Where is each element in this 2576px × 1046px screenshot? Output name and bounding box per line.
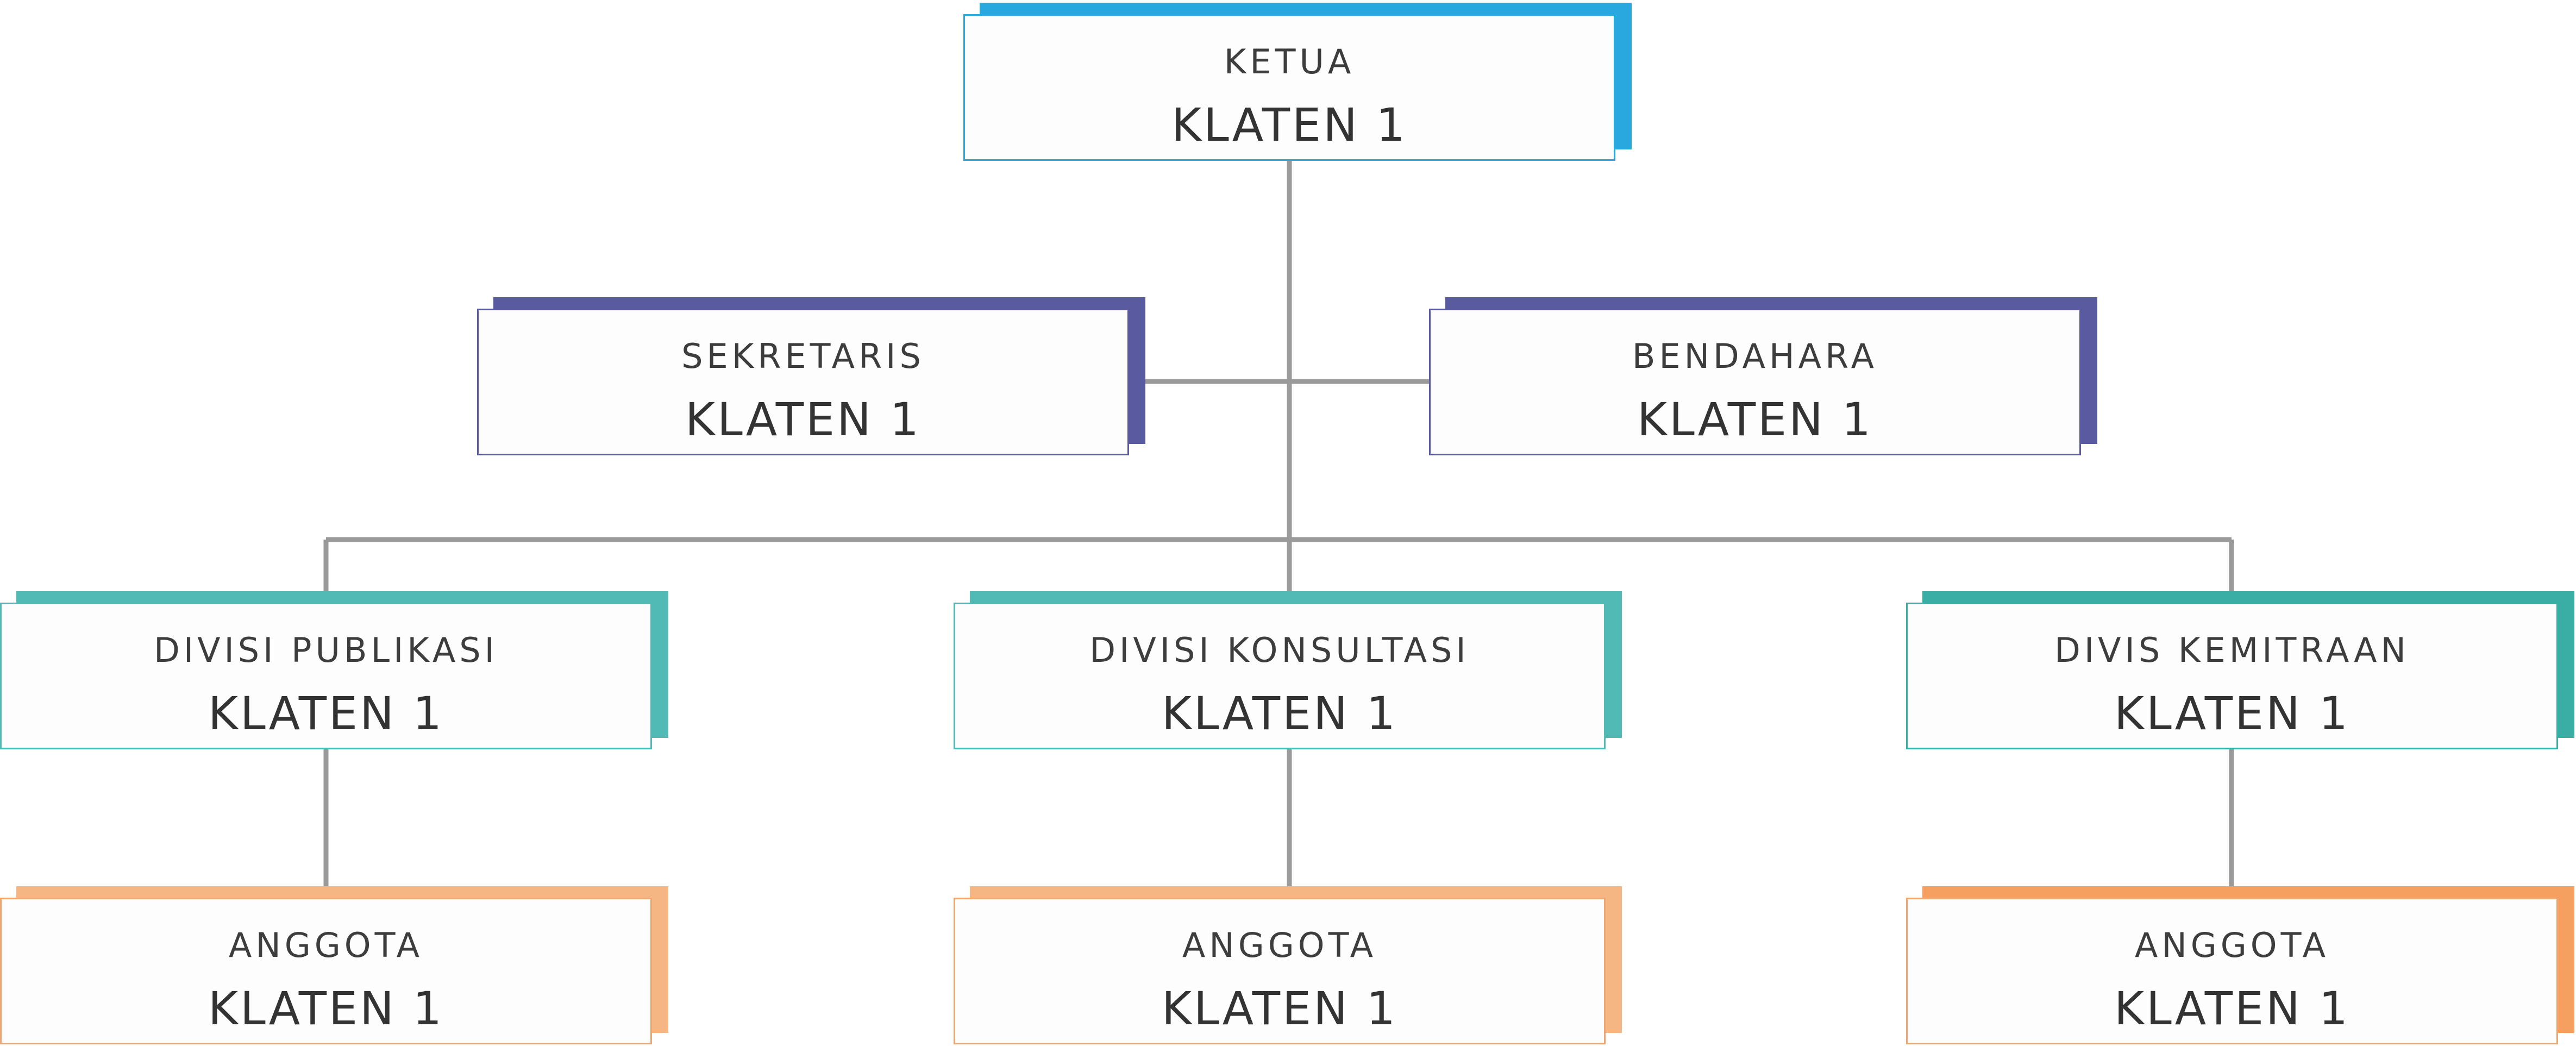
- node-name: KLATEN 1: [208, 982, 444, 1035]
- node-card: ANGGOTA KLATEN 1: [954, 898, 1606, 1044]
- node-anggota-kemitraan: ANGGOTA KLATEN 1: [1906, 886, 2574, 1044]
- node-role: DIVISI KONSULTASI: [1089, 630, 1470, 670]
- node-name: KLATEN 1: [685, 393, 922, 446]
- node-name: KLATEN 1: [1161, 982, 1398, 1035]
- node-name: KLATEN 1: [2114, 982, 2351, 1035]
- node-card: DIVISI KONSULTASI KLATEN 1: [954, 603, 1606, 749]
- node-name: KLATEN 1: [208, 687, 444, 740]
- node-name: KLATEN 1: [1161, 687, 1398, 740]
- node-role: KETUA: [1224, 42, 1355, 82]
- node-role: BENDAHARA: [1632, 336, 1878, 376]
- node-sekretaris: SEKRETARIS KLATEN 1: [477, 297, 1145, 455]
- node-bendahara: BENDAHARA KLATEN 1: [1429, 297, 2097, 455]
- node-card: ANGGOTA KLATEN 1: [0, 898, 652, 1044]
- node-card: BENDAHARA KLATEN 1: [1429, 309, 2081, 455]
- node-role: ANGGOTA: [228, 925, 424, 965]
- node-role: SEKRETARIS: [681, 336, 925, 376]
- node-divis-kemitraan: DIVIS KEMITRAAN KLATEN 1: [1906, 591, 2574, 749]
- node-role: DIVIS KEMITRAAN: [2054, 630, 2410, 670]
- node-anggota-konsultasi: ANGGOTA KLATEN 1: [954, 886, 1622, 1044]
- node-name: KLATEN 1: [1637, 393, 1873, 446]
- node-card: SEKRETARIS KLATEN 1: [477, 309, 1129, 455]
- node-ketua: KETUA KLATEN 1: [963, 3, 1632, 161]
- node-name: KLATEN 1: [1171, 98, 1408, 152]
- node-card: DIVISI PUBLIKASI KLATEN 1: [0, 603, 652, 749]
- node-divisi-publikasi: DIVISI PUBLIKASI KLATEN 1: [0, 591, 668, 749]
- node-name: KLATEN 1: [2114, 687, 2351, 740]
- node-card: ANGGOTA KLATEN 1: [1906, 898, 2558, 1044]
- node-role: ANGGOTA: [2134, 925, 2330, 965]
- node-card: KETUA KLATEN 1: [963, 14, 1615, 161]
- node-role: DIVISI PUBLIKASI: [154, 630, 498, 670]
- node-card: DIVIS KEMITRAAN KLATEN 1: [1906, 603, 2558, 749]
- node-role: ANGGOTA: [1182, 925, 1377, 965]
- node-anggota-publikasi: ANGGOTA KLATEN 1: [0, 886, 668, 1044]
- node-divisi-konsultasi: DIVISI KONSULTASI KLATEN 1: [954, 591, 1622, 749]
